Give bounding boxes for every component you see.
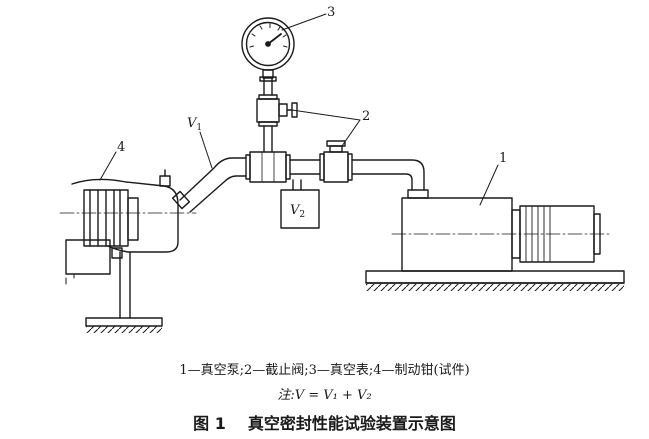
leader-3 (281, 13, 327, 31)
label-v1: V1 (187, 116, 202, 133)
leader-4 (99, 151, 117, 181)
formula-note: 注:V = V₁ + V₂ (277, 388, 372, 403)
pipe-to-pump (351, 159, 429, 199)
figure-caption: 图 1 真空密封性能试验装置示意图 (0, 410, 649, 434)
label-4: 4 (117, 140, 125, 155)
legend: 1—真空泵;2—截止阀;3—真空表;4—制动钳(试件) (179, 363, 470, 378)
vacuum-pump (401, 197, 601, 272)
label-1: 1 (499, 151, 507, 166)
label-3: 3 (327, 5, 335, 20)
leader-1 (479, 164, 499, 206)
pump-base (365, 270, 625, 291)
leader-2 (291, 109, 361, 147)
label-v2: V2 (290, 203, 305, 220)
leader-v1 (199, 131, 213, 169)
gauge-tick-marks (249, 23, 288, 48)
figure-title: 真空密封性能试验装置示意图 (247, 414, 456, 433)
test-apparatus-diagram: 3 2 1 4 V1 V2 (59, 5, 625, 333)
flexible-hose-v1 (171, 157, 247, 213)
brake-caliper (65, 169, 179, 285)
leader-lines (99, 13, 499, 206)
caliper-stand (85, 251, 163, 333)
figure-number: 图 1 (193, 414, 226, 433)
pump-shutoff-valve (319, 140, 353, 183)
label-2: 2 (362, 109, 370, 124)
vacuum-gauge (241, 17, 295, 96)
manifold-tee (245, 151, 291, 183)
gauge-shutoff-valve (256, 94, 298, 153)
pump-line (289, 159, 321, 175)
volume-v2 (280, 179, 320, 229)
